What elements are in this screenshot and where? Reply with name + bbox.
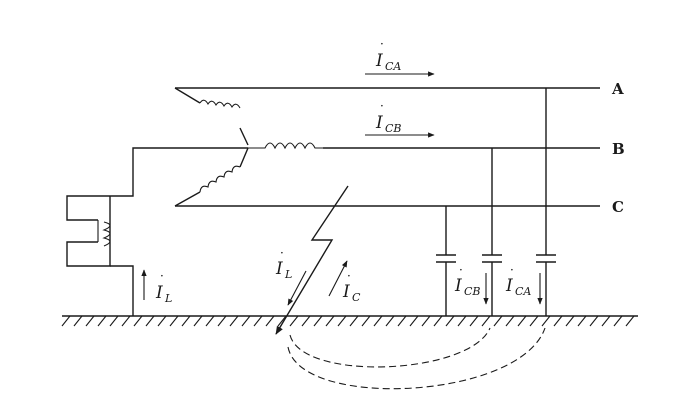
capacitor-phase-b xyxy=(482,148,502,316)
icb-bottom-label: · I CB xyxy=(454,263,481,298)
ic-fault-arrow xyxy=(328,260,348,297)
ica-top-label: · I CA xyxy=(375,37,401,73)
coil-ground-lead xyxy=(110,265,134,316)
svg-text:I: I xyxy=(454,276,462,296)
phase-a-label: A xyxy=(611,80,624,98)
il-coil-label: · I L xyxy=(155,269,172,305)
svg-text:I: I xyxy=(155,283,163,303)
ground-return-inner xyxy=(289,327,491,368)
svg-text:L: L xyxy=(164,292,172,305)
svg-text:·: · xyxy=(280,246,284,260)
svg-text:·: · xyxy=(160,269,164,283)
svg-text:·: · xyxy=(380,99,384,113)
svg-text:I: I xyxy=(342,282,350,302)
capacitor-phase-c xyxy=(436,206,456,316)
svg-text:CA: CA xyxy=(515,285,531,298)
ground-hatch xyxy=(61,315,638,327)
fault-stroke xyxy=(275,185,349,335)
svg-text:·: · xyxy=(459,263,463,277)
svg-text:·: · xyxy=(510,263,514,277)
il-fault-arrow xyxy=(287,270,307,306)
transformer-star-winding xyxy=(174,87,249,207)
svg-text:I: I xyxy=(375,113,383,133)
ground-return-outer xyxy=(287,327,546,390)
neutral-lead xyxy=(110,147,248,197)
svg-text:L: L xyxy=(284,268,292,281)
ic-fault-label: · I C xyxy=(342,269,361,304)
ica-bottom-label: · I CA xyxy=(505,263,531,298)
phase-b-label: B xyxy=(612,140,625,158)
svg-text:·: · xyxy=(380,37,384,51)
svg-text:·: · xyxy=(347,269,351,283)
capacitor-phase-a xyxy=(536,88,556,316)
arc-suppression-coil xyxy=(66,195,111,267)
svg-text:I: I xyxy=(275,259,283,279)
svg-text:CB: CB xyxy=(385,122,402,135)
series-coil-phase-b xyxy=(248,142,323,150)
svg-text:C: C xyxy=(352,291,361,304)
svg-text:CA: CA xyxy=(385,60,401,73)
phase-c-label: C xyxy=(612,198,624,216)
svg-text:I: I xyxy=(375,51,383,71)
svg-text:CB: CB xyxy=(464,285,481,298)
icb-top-label: · I CB xyxy=(375,99,402,135)
il-fault-label: · I L xyxy=(275,246,292,281)
svg-text:I: I xyxy=(505,276,513,296)
